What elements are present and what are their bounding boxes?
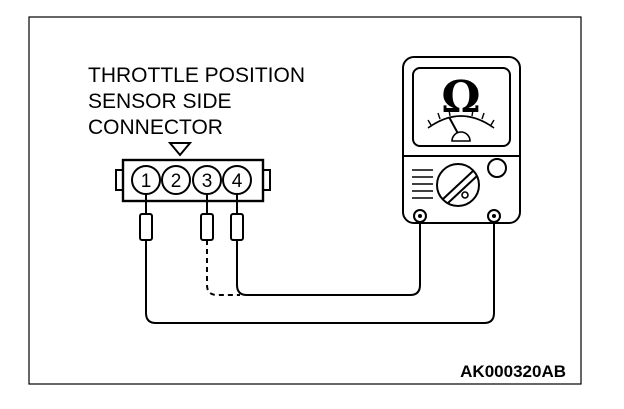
meter-scale-arc [427,115,495,129]
lead-pin1-to-meter [145,216,495,324]
pin-3-label: 3 [202,171,213,192]
meter-display-window [412,67,511,147]
pin-2-label: 2 [171,171,182,192]
needle-pivot [451,131,471,142]
pin-4-label: 4 [232,171,243,192]
ohmmeter: Ω [402,56,521,224]
lead-pin4-to-meter [236,216,421,296]
figure-code: AK000320AB [460,362,566,381]
scale-tick [448,109,451,117]
scale-tick [427,119,432,126]
knob-ridge [447,175,478,204]
connector: 1 2 3 4 [115,158,271,203]
figure-frame [28,16,582,385]
connector-label-line1: THROTTLE POSITION [88,64,305,87]
terminal-left-core [418,214,422,218]
knob-indicator [461,191,469,199]
connector-label-line2: SENSOR SIDE [88,90,232,113]
probe-3-tip [200,213,214,241]
scale-tick [437,112,441,120]
connector-label-line3: CONNECTOR [88,116,223,139]
lead-pin3-alternate [206,240,240,296]
triangle-marker-icon [167,142,193,157]
ohm-symbol: Ω [441,72,480,123]
zero-adjust-knob [487,158,507,178]
pin-1-label: 1 [141,171,152,192]
pin-2-circle [161,165,191,195]
scale-tick [490,119,495,126]
terminal-right-core [492,214,496,218]
probe-4-tip [230,213,244,241]
scale-tick [471,109,474,117]
knob-ridge [442,170,474,200]
probe-1-tip [139,213,153,241]
scale-tick [481,112,485,120]
